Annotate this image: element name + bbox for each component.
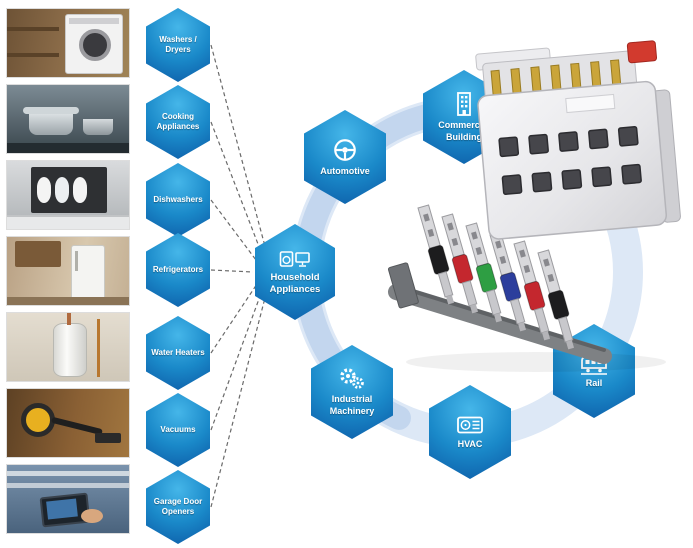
- floor: [7, 297, 129, 305]
- terminal-band: [547, 290, 570, 320]
- terminal: [513, 240, 551, 341]
- hex-vacuums: Vacuums: [146, 393, 210, 467]
- hex-refrigerators: Refrigerators: [146, 233, 210, 307]
- plate: [55, 177, 69, 203]
- washer-panel: [69, 18, 119, 24]
- crimp-terminals: [417, 204, 575, 350]
- socket-holes: [498, 125, 642, 195]
- fridge-handle: [75, 251, 78, 271]
- hex-label: Commercial Building: [438, 120, 490, 142]
- hex-label: Garage Door Openers: [153, 496, 203, 516]
- shelf: [7, 53, 59, 57]
- housing-top-cap: [475, 47, 551, 71]
- cabinet: [15, 241, 61, 267]
- terminal: [489, 231, 527, 332]
- hex-rail: Rail: [553, 324, 635, 418]
- hex-label: Household Appliances: [269, 271, 321, 295]
- terminal: [441, 213, 479, 314]
- terminal: [465, 222, 503, 323]
- terminal-band: [475, 263, 498, 293]
- pot: [29, 111, 73, 135]
- hex-label: Industrial Machinery: [329, 394, 375, 416]
- hex-cooking-appliances: Cooking Appliances: [146, 85, 210, 159]
- hex-garage-door-openers: Garage Door Openers: [146, 470, 210, 544]
- housing-side: [651, 89, 681, 223]
- pin-header: [482, 50, 638, 104]
- household-appliances-icon: [279, 250, 310, 267]
- hex-label: Rail: [585, 377, 603, 388]
- hex-commercial-building: Commercial Building: [423, 70, 505, 164]
- cooking-pots-photo: [6, 84, 130, 154]
- vacuum-body: [21, 403, 55, 437]
- garage-door-opener-photo: [6, 464, 130, 534]
- garage-door-panel: [7, 471, 129, 476]
- terminal: [417, 204, 455, 305]
- pipe: [67, 313, 71, 325]
- washer-door: [79, 29, 111, 61]
- hex-washers-dryers: Washers / Dryers: [146, 8, 210, 82]
- hex-water-heaters: Water Heaters: [146, 316, 210, 390]
- commercial-building-icon: [457, 92, 471, 117]
- terminal-band: [451, 254, 474, 284]
- hex-household-appliances: Household Appliances: [255, 224, 335, 320]
- hex-label: Automotive: [320, 165, 370, 176]
- steering-wheel-icon: [334, 139, 356, 161]
- hex-hvac: HVAC: [429, 385, 511, 479]
- vacuum-cleaner-photo: [6, 388, 130, 458]
- garage-door-panel: [7, 483, 129, 488]
- tablet-screen: [46, 498, 78, 520]
- water-heater-photo: [6, 312, 130, 382]
- plate: [37, 177, 51, 203]
- shelf: [7, 27, 59, 31]
- housing-label: [565, 93, 616, 114]
- terminal-end-bracket: [387, 262, 419, 309]
- pot-small: [83, 119, 113, 135]
- hex-label: Water Heaters: [151, 347, 205, 357]
- hex-automotive: Automotive: [304, 110, 386, 204]
- hex-label: Washers / Dryers: [159, 34, 197, 54]
- header-pins: [490, 59, 622, 96]
- train-icon: [581, 355, 607, 375]
- vacuum-nozzle: [95, 433, 121, 443]
- terminal-band: [499, 272, 522, 302]
- hex-label: Cooking Appliances: [156, 111, 200, 131]
- washer-dryer-photo: [6, 8, 130, 78]
- housing-front: [477, 80, 667, 240]
- stove-top: [7, 143, 129, 153]
- dishwasher-photo: [6, 160, 130, 230]
- refrigerator-kitchen-photo: [6, 236, 130, 306]
- hex-label: Vacuums: [160, 424, 196, 434]
- hex-label: HVAC: [457, 438, 483, 449]
- hex-industrial-machinery: Industrial Machinery: [311, 345, 393, 439]
- gears-icon: [340, 368, 364, 390]
- multi-pin-connector-illustration: [387, 40, 681, 372]
- hex-dishwashers: Dishwashers: [146, 163, 210, 237]
- pot-lid: [23, 107, 79, 114]
- terminal: [537, 249, 575, 350]
- water-heater-tank: [53, 323, 87, 377]
- plate: [73, 177, 87, 203]
- hvac-unit-icon: [457, 416, 483, 434]
- dishwasher-door: [7, 215, 129, 229]
- red-latch: [626, 40, 658, 64]
- terminal-band: [427, 245, 450, 275]
- hex-label: Dishwashers: [153, 194, 203, 204]
- terminal-band: [523, 281, 546, 311]
- hand: [81, 509, 103, 523]
- copper-pipe: [97, 319, 100, 377]
- hex-label: Refrigerators: [152, 264, 204, 274]
